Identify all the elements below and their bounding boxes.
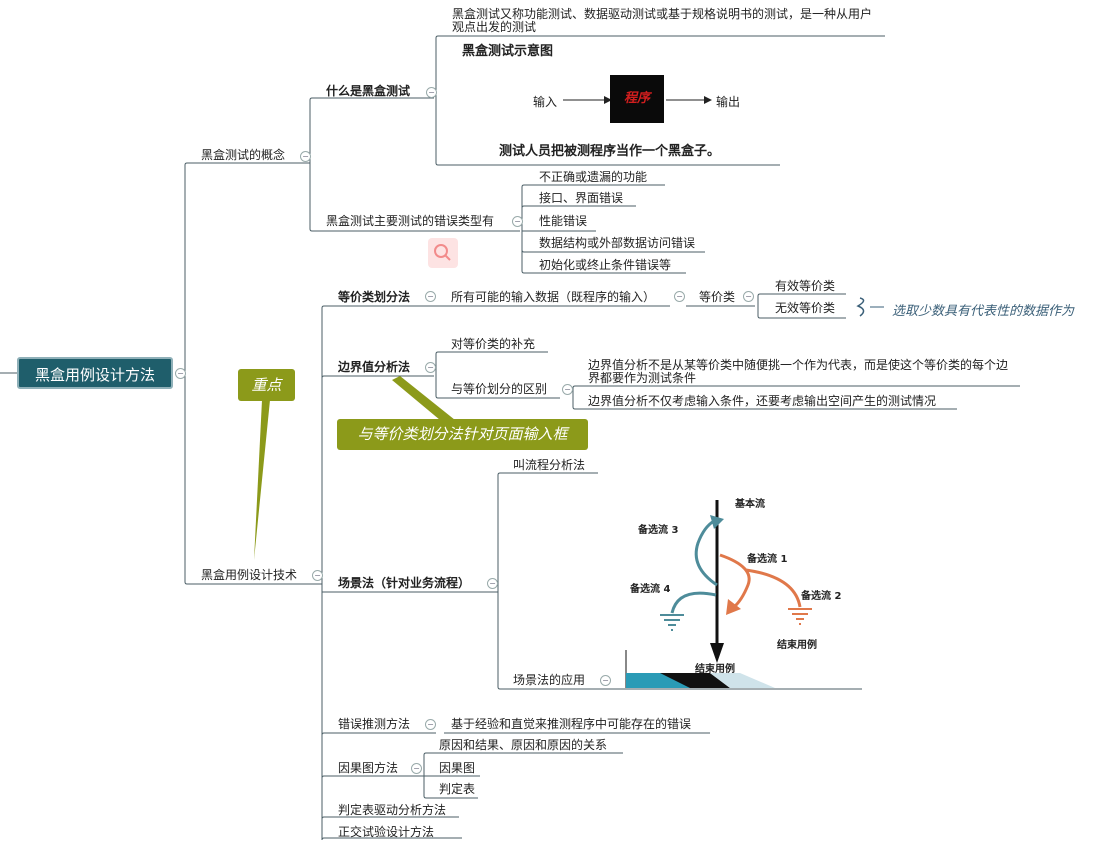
- collapse-error-guess-icon[interactable]: −: [425, 719, 436, 730]
- collapse-input-data-icon[interactable]: −: [674, 291, 685, 302]
- scenario-flow-figure: [625, 500, 812, 688]
- error-types-node[interactable]: 黑盒测试主要测试的错误类型有: [326, 214, 495, 228]
- error-item: 接口、界面错误: [539, 191, 624, 205]
- collapse-classes-icon[interactable]: −: [743, 291, 754, 302]
- callout-pointer: [254, 400, 270, 560]
- cause-effect-item: 判定表: [439, 782, 476, 796]
- definition-text: 黑盒测试又称功能测试、数据驱动测试或基于规格说明书的测试，是一种从用户观点出发的…: [452, 7, 873, 34]
- search-button[interactable]: [428, 238, 458, 268]
- cause-effect-item: 因果图: [439, 761, 476, 775]
- difference-detail-2: 边界值分析不仅考虑输入条件，还要考虑输出空间产生的测试情况: [588, 394, 937, 408]
- input-label: 输入: [533, 95, 558, 109]
- equivalence-node[interactable]: 等价类划分法: [338, 290, 411, 304]
- alt-flow-4-label: 备选流 4: [630, 584, 671, 595]
- error-item: 不正确或遗漏的功能: [539, 170, 648, 184]
- boundary-node[interactable]: 边界值分析法: [338, 360, 411, 374]
- input-data-node[interactable]: 所有可能的输入数据（既程序的输入）: [451, 290, 656, 304]
- error-guess-node[interactable]: 错误推测方法: [338, 717, 411, 731]
- scenario-node[interactable]: 场景法（针对业务流程）: [338, 576, 471, 590]
- collapse-scenario-icon[interactable]: −: [487, 578, 498, 589]
- collapse-equivalence-icon[interactable]: −: [425, 291, 436, 302]
- classes-node[interactable]: 等价类: [699, 290, 736, 304]
- collapse-what-icon[interactable]: −: [426, 87, 437, 98]
- collapse-root-icon[interactable]: −: [175, 368, 186, 379]
- end-case-label-2: 结束用例: [695, 664, 735, 675]
- concept-node[interactable]: 黑盒测试的概念: [201, 148, 286, 162]
- decision-table-node[interactable]: 判定表驱动分析方法: [338, 803, 447, 817]
- root-node[interactable]: 黑盒用例设计方法: [17, 357, 173, 389]
- input-arrow: [563, 96, 612, 104]
- output-arrow: [666, 96, 712, 104]
- collapse-difference-icon[interactable]: −: [562, 384, 573, 395]
- search-icon: [434, 244, 451, 261]
- scenario-application-node[interactable]: 场景法的应用: [513, 673, 586, 687]
- selection-note: 选取少数具有代表性的数据作为: [892, 304, 1075, 319]
- cause-effect-node[interactable]: 因果图方法: [338, 761, 399, 775]
- what-is-node[interactable]: 什么是黑盒测试: [326, 84, 411, 98]
- invalid-class: 无效等价类: [775, 301, 836, 315]
- collapse-application-icon[interactable]: −: [600, 675, 611, 686]
- collapse-boundary-icon[interactable]: −: [425, 362, 436, 373]
- flow-analysis-node: 叫流程分析法: [513, 458, 586, 472]
- error-item: 数据结构或外部数据访问错误: [539, 236, 696, 250]
- difference-node[interactable]: 与等价划分的区别: [451, 382, 548, 396]
- collapse-concept-icon[interactable]: −: [300, 151, 311, 162]
- banner-pointer: [392, 376, 455, 420]
- basic-flow-arrowhead: [710, 643, 724, 663]
- brace-icon: [856, 297, 865, 317]
- banner-callout: 与等价类划分法针对页面输入框: [337, 419, 588, 450]
- alt-flow-2-label: 备选流 2: [801, 591, 842, 602]
- figure-title: 黑盒测试示意图: [462, 44, 554, 59]
- basic-flow-label: 基本流: [735, 499, 765, 510]
- alt-flow-3-label: 备选流 3: [638, 525, 679, 536]
- collapse-cause-effect-icon[interactable]: −: [411, 763, 422, 774]
- end-case-label-1: 结束用例: [777, 640, 817, 651]
- key-point-callout: 重点: [238, 369, 295, 401]
- collapse-techniques-icon[interactable]: −: [312, 570, 323, 581]
- alt-flow-1-label: 备选流 1: [747, 554, 788, 565]
- difference-detail-1: 边界值分析不是从某等价类中随便挑一个作为代表，而是使这个等价类的每个边界都要作为…: [588, 358, 1009, 385]
- error-item: 性能错误: [539, 214, 588, 228]
- error-item: 初始化或终止条件错误等: [539, 258, 672, 272]
- error-guess-desc: 基于经验和直觉来推测程序中可能存在的错误: [451, 717, 692, 731]
- collapse-errors-icon[interactable]: −: [512, 216, 523, 227]
- orthogonal-node[interactable]: 正交试验设计方法: [338, 825, 435, 839]
- program-box: 程序: [610, 75, 664, 123]
- cause-effect-item: 原因和结果、原因和原因的关系: [439, 738, 608, 752]
- techniques-node[interactable]: 黑盒用例设计技术: [201, 568, 298, 582]
- output-label: 输出: [716, 95, 741, 109]
- figure-caption: 测试人员把被测程序当作一个黑盒子。: [499, 144, 721, 159]
- valid-class: 有效等价类: [775, 279, 836, 293]
- supplement-node: 对等价类的补充: [451, 337, 536, 351]
